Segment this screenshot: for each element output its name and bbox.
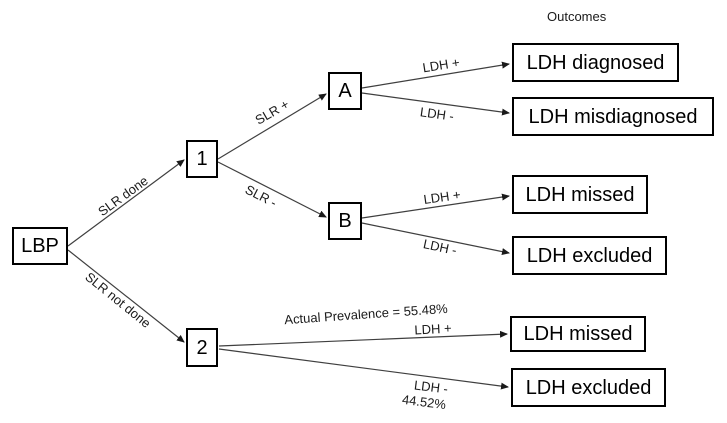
edge-2-to-missed <box>218 330 508 347</box>
outcome-ldh-misdiagnosed: LDH misdiagnosed <box>512 97 714 136</box>
edge-1-to-A <box>217 93 327 160</box>
outcome-ldh-missed-b: LDH missed <box>512 175 648 214</box>
edge-lbp-to-1 <box>67 159 185 247</box>
node-a: A <box>328 72 362 110</box>
label-ldh-positive-2: LDH + <box>414 320 452 338</box>
outcome-ldh-diagnosed: LDH diagnosed <box>512 43 679 82</box>
outcomes-column-header: Outcomes <box>547 9 607 24</box>
edge-1-to-B <box>217 161 327 218</box>
edge-B-to-missed <box>361 193 510 219</box>
edge-2-to-excluded <box>218 348 509 390</box>
outcome-ldh-excluded-2: LDH excluded <box>511 368 666 407</box>
node-1: 1 <box>186 140 218 178</box>
outcome-ldh-missed-2: LDH missed <box>510 316 646 352</box>
node-lbp: LBP <box>12 227 68 265</box>
edge-B-to-excluded <box>361 222 510 256</box>
edge-lbp-to-2 <box>67 249 185 343</box>
node-2: 2 <box>186 328 218 367</box>
node-b: B <box>328 202 362 240</box>
edge-A-to-misdiagnosed <box>361 92 510 116</box>
outcome-ldh-excluded-b: LDH excluded <box>512 236 667 275</box>
edge-A-to-diagnosed <box>361 61 510 89</box>
